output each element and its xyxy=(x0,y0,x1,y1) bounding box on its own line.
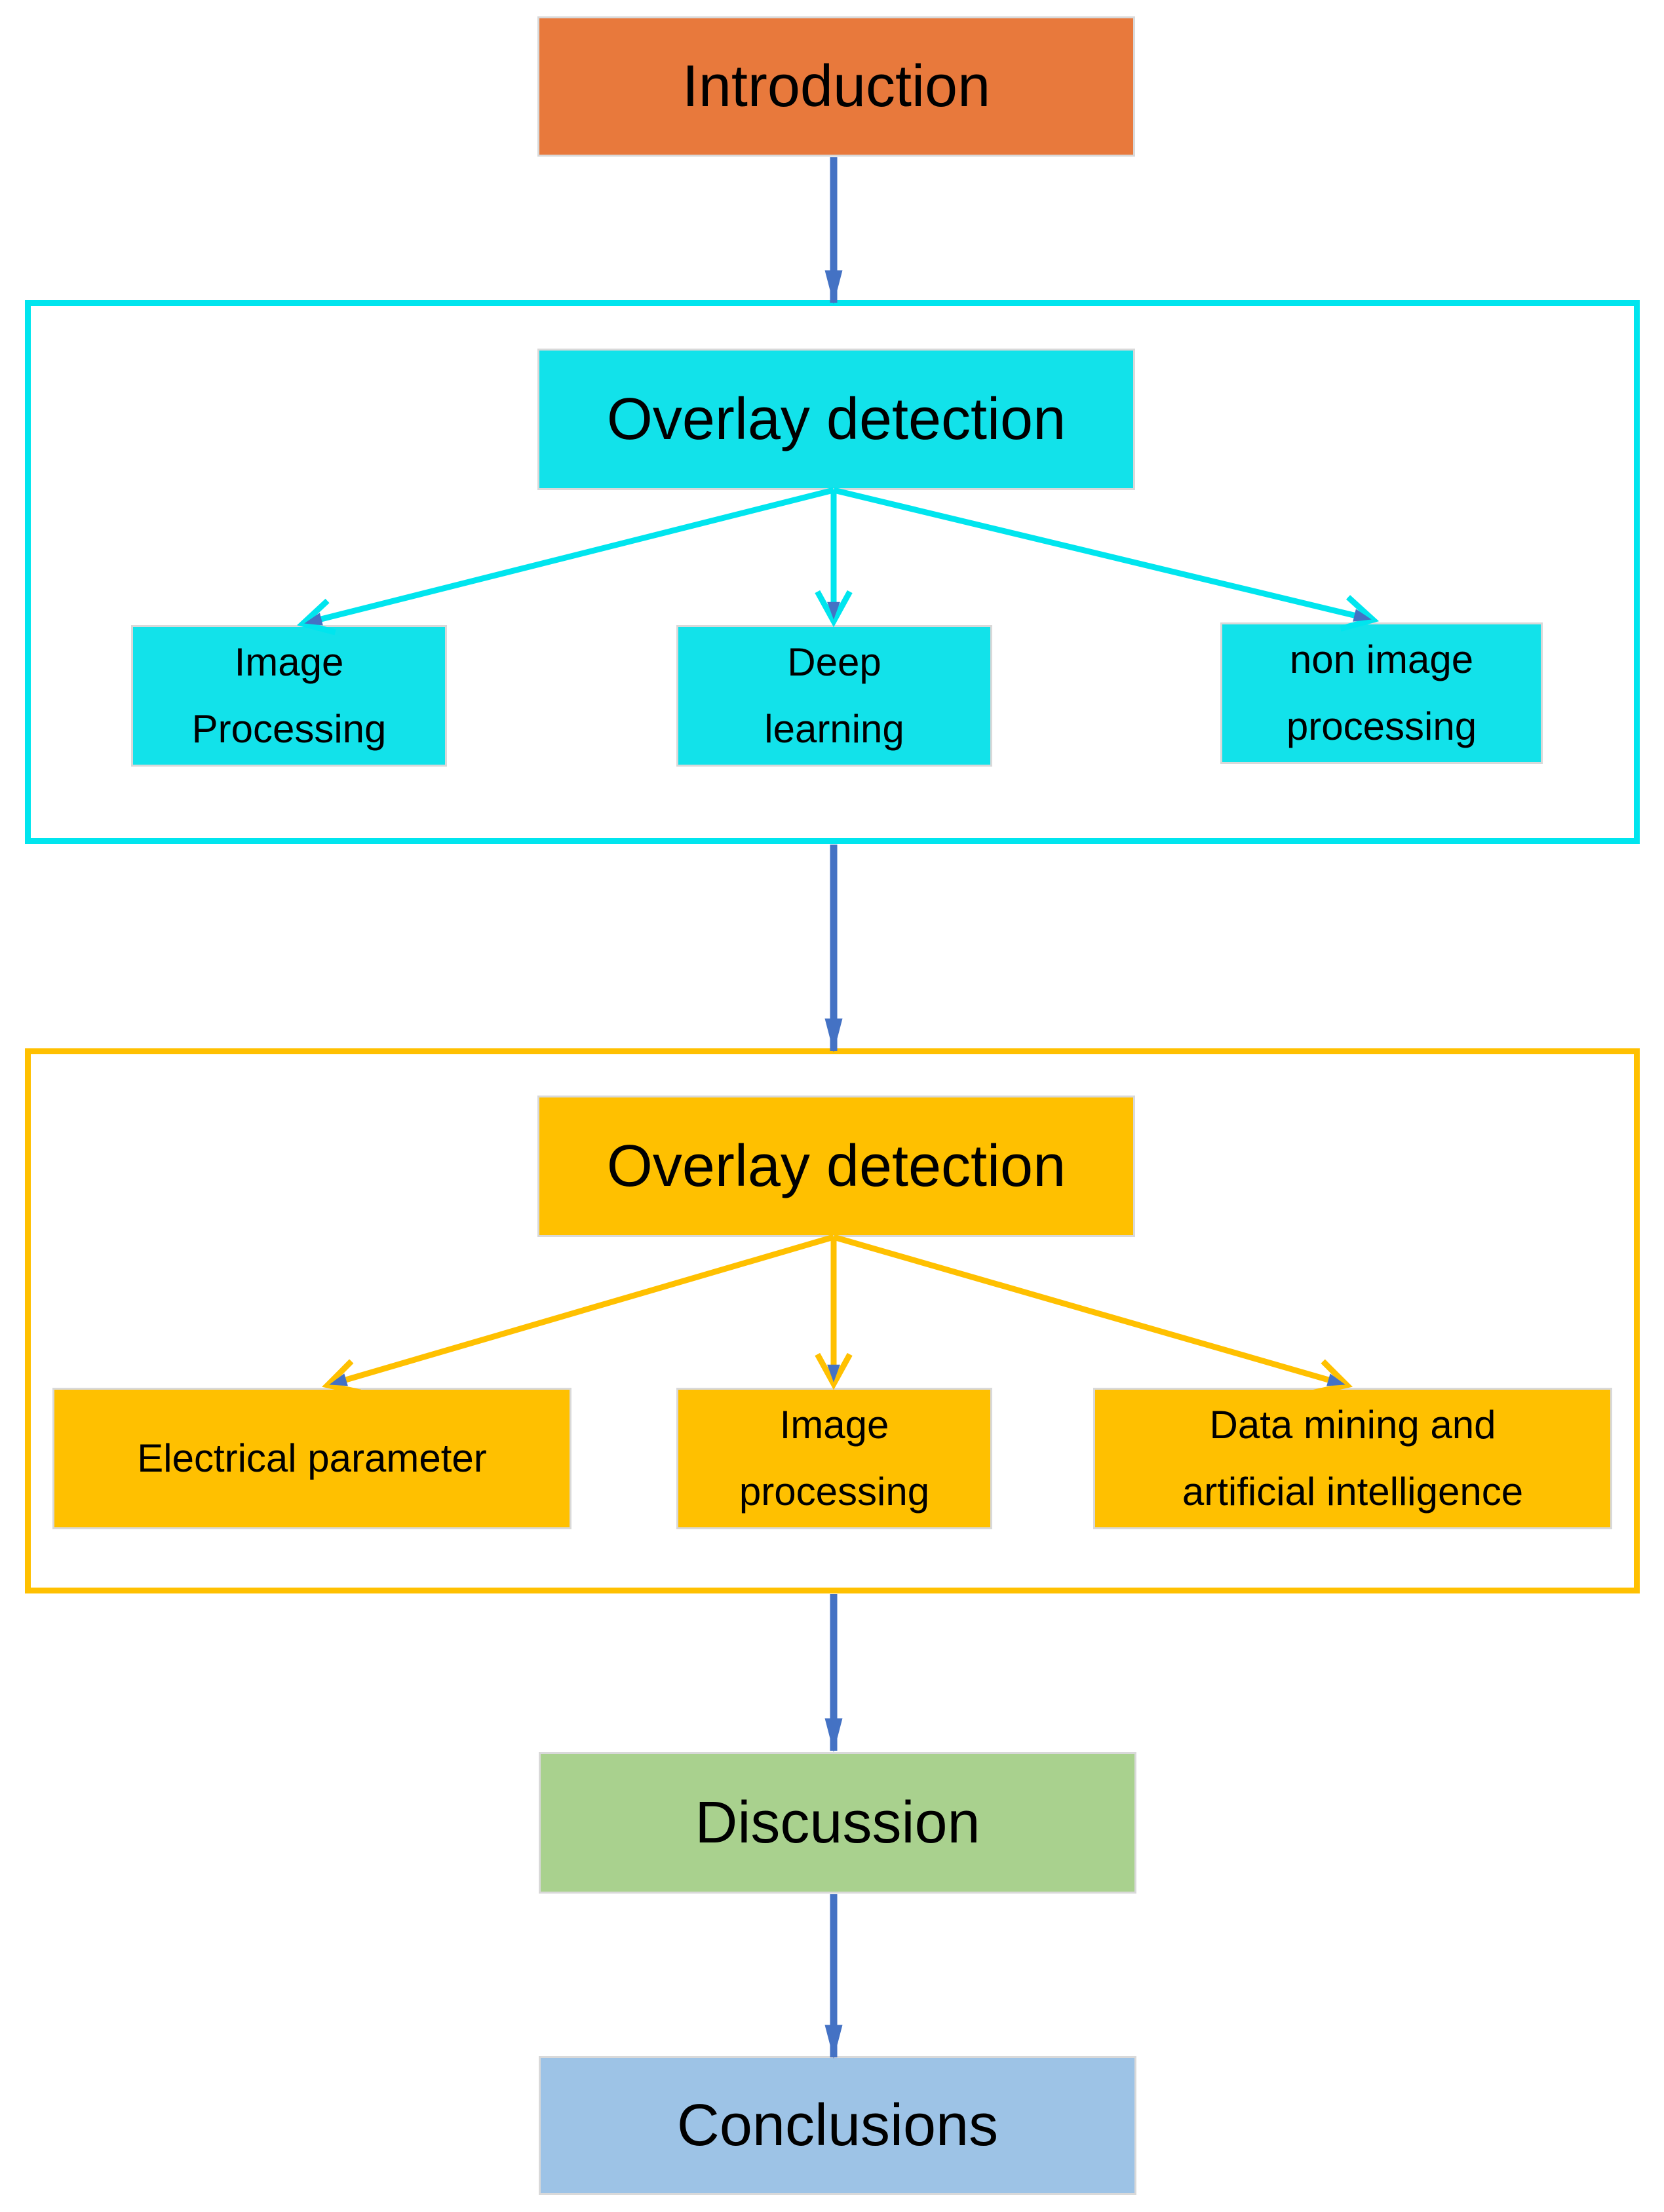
child-label-line: processing xyxy=(1286,704,1477,748)
conclusions-label: Conclusions xyxy=(676,2093,999,2158)
child-label-line: Electrical parameter xyxy=(137,1436,487,1480)
section2-child-data-mining-ai: Data mining and artificial intelligence xyxy=(1093,1388,1612,1529)
child-label-line: Image xyxy=(234,640,344,684)
section1-header-label: Overlay detection xyxy=(606,387,1066,452)
section1-header-box: Overlay detection xyxy=(537,349,1135,490)
child-label-line: processing xyxy=(739,1470,930,1514)
section1-child-image-processing: Image Processing xyxy=(131,625,447,767)
child-label-line: Processing xyxy=(191,707,387,751)
child-label-line: artificial intelligence xyxy=(1182,1470,1524,1514)
section2-header-label: Overlay detection xyxy=(606,1134,1066,1199)
section2-header-box: Overlay detection xyxy=(537,1096,1135,1237)
section2-child-electrical-parameter: Electrical parameter xyxy=(52,1388,571,1529)
child-label-line: learning xyxy=(764,707,904,751)
section2-child-image-processing: Image processing xyxy=(676,1388,992,1529)
conclusions-box: Conclusions xyxy=(539,2056,1136,2195)
introduction-label: Introduction xyxy=(682,54,991,119)
child-label-line: Image xyxy=(779,1403,889,1447)
section1-child-deep-learning: Deep learning xyxy=(676,625,992,767)
section1-child-non-image-processing: non image processing xyxy=(1220,622,1543,764)
child-label-line: Deep xyxy=(787,640,881,684)
child-label-line: Data mining and xyxy=(1209,1403,1496,1447)
discussion-box: Discussion xyxy=(539,1752,1136,1894)
child-label-line: non image xyxy=(1289,638,1474,681)
introduction-box: Introduction xyxy=(537,16,1135,157)
discussion-label: Discussion xyxy=(695,1790,980,1856)
